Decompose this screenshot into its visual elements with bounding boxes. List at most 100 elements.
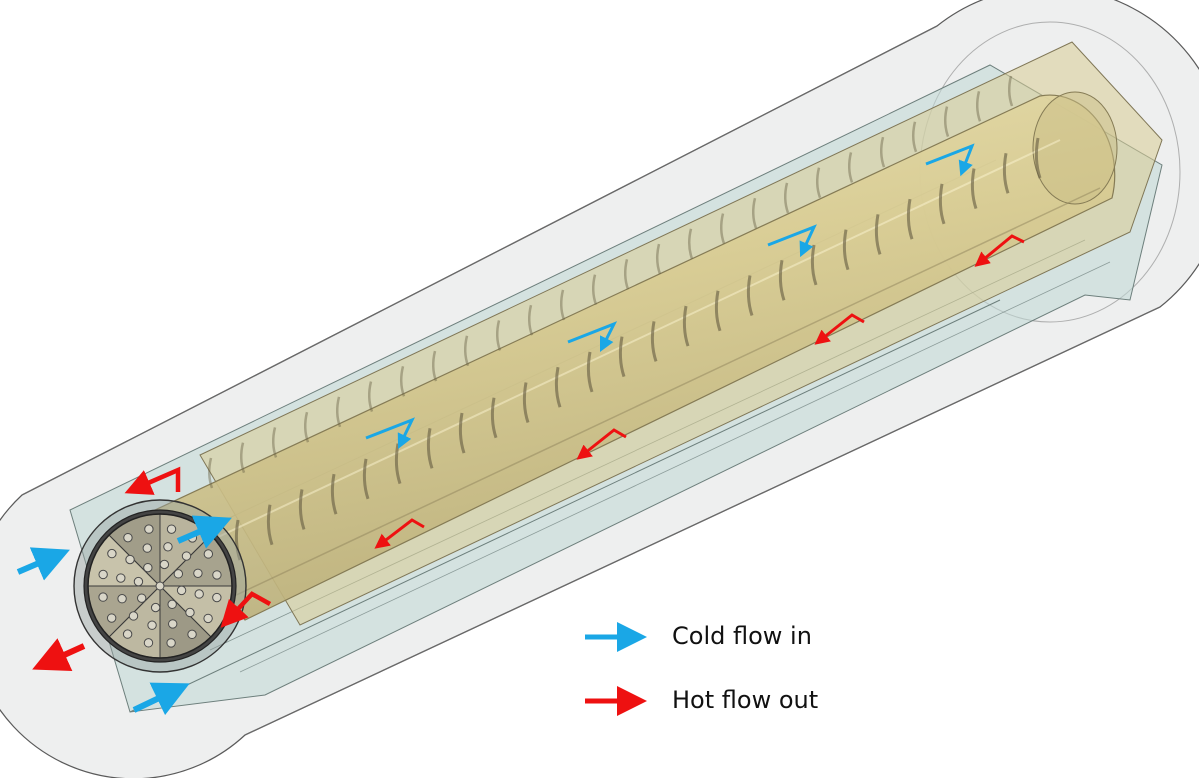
tube-slot bbox=[906, 198, 914, 240]
tube-slot bbox=[234, 519, 242, 561]
cold-arrow-inlet-core bbox=[176, 515, 232, 549]
tube-slot bbox=[746, 275, 754, 316]
tube-slot bbox=[618, 336, 626, 378]
face-hole bbox=[116, 573, 126, 583]
tube-slot bbox=[496, 320, 502, 351]
tube-slot bbox=[938, 183, 946, 225]
face-hole bbox=[193, 568, 203, 578]
tube-slot bbox=[880, 136, 886, 168]
face-hole bbox=[133, 576, 144, 587]
face-hole bbox=[123, 532, 133, 543]
cold-arrow-tube-1 bbox=[365, 417, 416, 450]
tube-slot bbox=[586, 351, 594, 393]
hot-arrow-tube-3 bbox=[814, 313, 865, 345]
face-hole bbox=[107, 548, 117, 559]
tube-slot bbox=[970, 168, 978, 210]
face-hole bbox=[181, 551, 192, 561]
face-hole bbox=[203, 549, 214, 559]
face-hole bbox=[187, 629, 197, 640]
face-hole bbox=[155, 581, 165, 591]
tube-slot bbox=[810, 244, 818, 286]
face-hole bbox=[159, 559, 170, 570]
tube-slot bbox=[432, 350, 438, 382]
cold-flow-arrows bbox=[16, 143, 975, 716]
tube-slot bbox=[362, 458, 370, 500]
tube-slot bbox=[778, 259, 786, 301]
tube-slot bbox=[874, 214, 882, 255]
legend-cold-label: Cold flow in bbox=[672, 622, 812, 650]
face-hole bbox=[136, 593, 147, 603]
face-hole bbox=[166, 638, 176, 648]
tube-slot bbox=[560, 289, 566, 321]
tube-slot bbox=[554, 366, 562, 408]
tube-slot bbox=[336, 396, 342, 428]
face-hole bbox=[203, 613, 213, 624]
tube-slot bbox=[464, 335, 470, 367]
face-hole bbox=[143, 638, 154, 648]
face-hole bbox=[144, 524, 154, 534]
tube-slot bbox=[624, 259, 630, 290]
tube-slot bbox=[976, 90, 982, 122]
tube-slot bbox=[752, 197, 758, 229]
cold-arrow-tube-4 bbox=[925, 143, 975, 177]
hot-flow-arrows bbox=[32, 234, 1025, 672]
legend-hot-label: Hot flow out bbox=[672, 686, 819, 714]
tube-slot bbox=[266, 504, 274, 546]
tube-slot bbox=[490, 397, 498, 439]
cold-arrow-inlet-left bbox=[16, 547, 70, 581]
tube-slot bbox=[426, 428, 434, 469]
inner-tube bbox=[154, 41, 1163, 626]
tube-slot bbox=[208, 457, 214, 489]
face-hole bbox=[173, 569, 184, 579]
tube-slot bbox=[912, 121, 918, 153]
hot-arrow-core bbox=[220, 591, 272, 628]
tube-slot bbox=[528, 304, 534, 336]
face-hole bbox=[150, 602, 161, 613]
face-hole bbox=[176, 585, 187, 596]
hot-arrow-tube-4 bbox=[974, 234, 1025, 267]
face-hole bbox=[117, 594, 127, 604]
tube-slot bbox=[272, 427, 278, 458]
legend bbox=[585, 622, 648, 716]
cold-arrow-tube-3 bbox=[767, 224, 817, 258]
tube-slot bbox=[848, 152, 854, 183]
tube-slot bbox=[656, 243, 662, 275]
tube-slot bbox=[592, 274, 598, 306]
face-hole bbox=[98, 592, 108, 602]
hot-arrow-outlet-bottom bbox=[32, 638, 86, 672]
tube-slot bbox=[240, 442, 246, 474]
tube-slot bbox=[944, 106, 950, 137]
cold-arrow-tube-2 bbox=[567, 321, 618, 353]
face-hole bbox=[166, 524, 177, 534]
face-hole bbox=[98, 569, 108, 580]
tube-slot bbox=[650, 321, 658, 362]
face-hole bbox=[147, 620, 157, 630]
cold-arrow-inlet-bottom bbox=[132, 682, 190, 716]
face-hole bbox=[167, 599, 177, 610]
tube-slot bbox=[714, 290, 722, 332]
face-hole bbox=[212, 570, 222, 580]
tube-slot bbox=[816, 167, 822, 199]
face-hole bbox=[128, 611, 139, 621]
face-hole bbox=[142, 543, 152, 553]
tube-slot bbox=[458, 412, 466, 454]
tube-slot bbox=[1008, 75, 1014, 107]
tube-slot bbox=[784, 182, 790, 214]
hot-arrow-outlet-top bbox=[124, 466, 181, 495]
tube-slots bbox=[208, 75, 1042, 561]
face-hole bbox=[168, 619, 178, 629]
hot-arrow-tube-1 bbox=[374, 518, 425, 549]
face-hole bbox=[143, 562, 153, 573]
face-hole bbox=[163, 542, 173, 552]
tube-slot bbox=[1034, 137, 1042, 179]
face-hole bbox=[122, 629, 133, 639]
tube-slot bbox=[842, 229, 850, 271]
tube-slot bbox=[720, 213, 726, 244]
tube-slot bbox=[1002, 153, 1010, 194]
tube-slot bbox=[688, 228, 694, 260]
tube-slot bbox=[368, 381, 374, 413]
tube-slot bbox=[330, 473, 338, 515]
hot-arrow-tube-2 bbox=[576, 428, 627, 460]
